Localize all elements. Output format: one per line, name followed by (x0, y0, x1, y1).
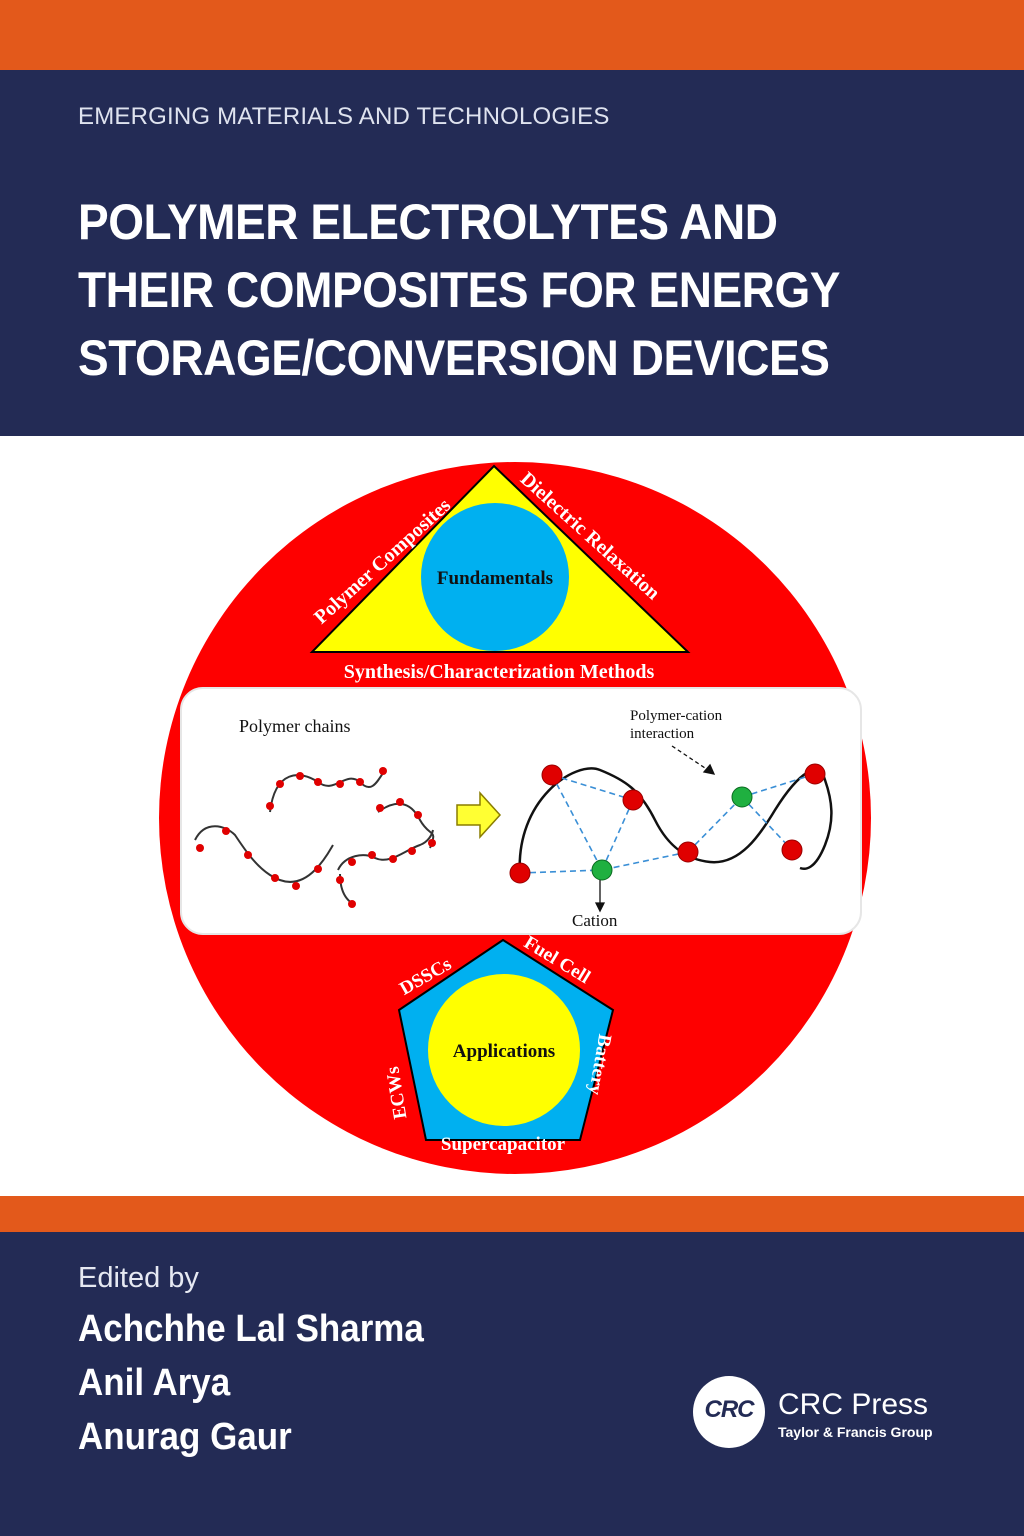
series-name: EMERGING MATERIALS AND TECHNOLOGIES (78, 103, 610, 130)
title-line-1: POLYMER ELECTROLYTES AND (78, 194, 778, 250)
pointer-arrows (594, 745, 716, 913)
cation-beads (591, 786, 753, 881)
cover-illustration: Fundamentals Polymer Composites Dielectr… (0, 436, 1024, 1196)
title-line-2: THEIR COMPOSITES FOR ENERGY (78, 262, 840, 318)
editor-name-1: Achchhe Lal Sharma (78, 1308, 424, 1350)
publisher-name: CRC Press (778, 1388, 929, 1421)
editor-name-2: Anil Arya (78, 1362, 231, 1404)
fundamentals-circle (421, 503, 569, 651)
supercapacitor-label: Supercapacitor (441, 1134, 566, 1155)
applications-label: Applications (453, 1041, 555, 1062)
cation-label: Cation (572, 911, 618, 930)
credits-panel (0, 1232, 1024, 1536)
polymer-panel (180, 687, 862, 935)
top-orange-band (0, 0, 1024, 70)
polymer-cation-label-2: interaction (630, 726, 695, 742)
crc-logo: CRC (693, 1376, 765, 1448)
editor-name-3: Anurag Gaur (78, 1416, 292, 1458)
title-panel (0, 70, 1024, 436)
polymer-chains-label: Polymer chains (239, 716, 350, 736)
middle-orange-band (0, 1196, 1024, 1232)
anion-beads (509, 763, 826, 884)
applications-circle (428, 974, 580, 1126)
coordination-bonds (519, 773, 816, 874)
edited-by-label: Edited by (78, 1262, 199, 1294)
polymer-backbone (518, 767, 833, 876)
synthesis-methods-label: Synthesis/Characterization Methods (344, 661, 655, 683)
crc-logo-text: CRC (704, 1396, 755, 1423)
fundamentals-label: Fundamentals (437, 568, 553, 589)
publisher-group: Taylor & Francis Group (778, 1424, 933, 1440)
polymer-chain-beads (196, 767, 436, 908)
book-title: POLYMER ELECTROLYTES AND THEIR COMPOSITE… (78, 188, 906, 392)
polymer-cation-label-1: Polymer-cation (630, 708, 723, 724)
transition-arrow (456, 791, 502, 839)
title-line-3: STORAGE/CONVERSION DEVICES (78, 330, 830, 386)
concept-diagram: Fundamentals Polymer Composites Dielectr… (159, 462, 871, 1174)
